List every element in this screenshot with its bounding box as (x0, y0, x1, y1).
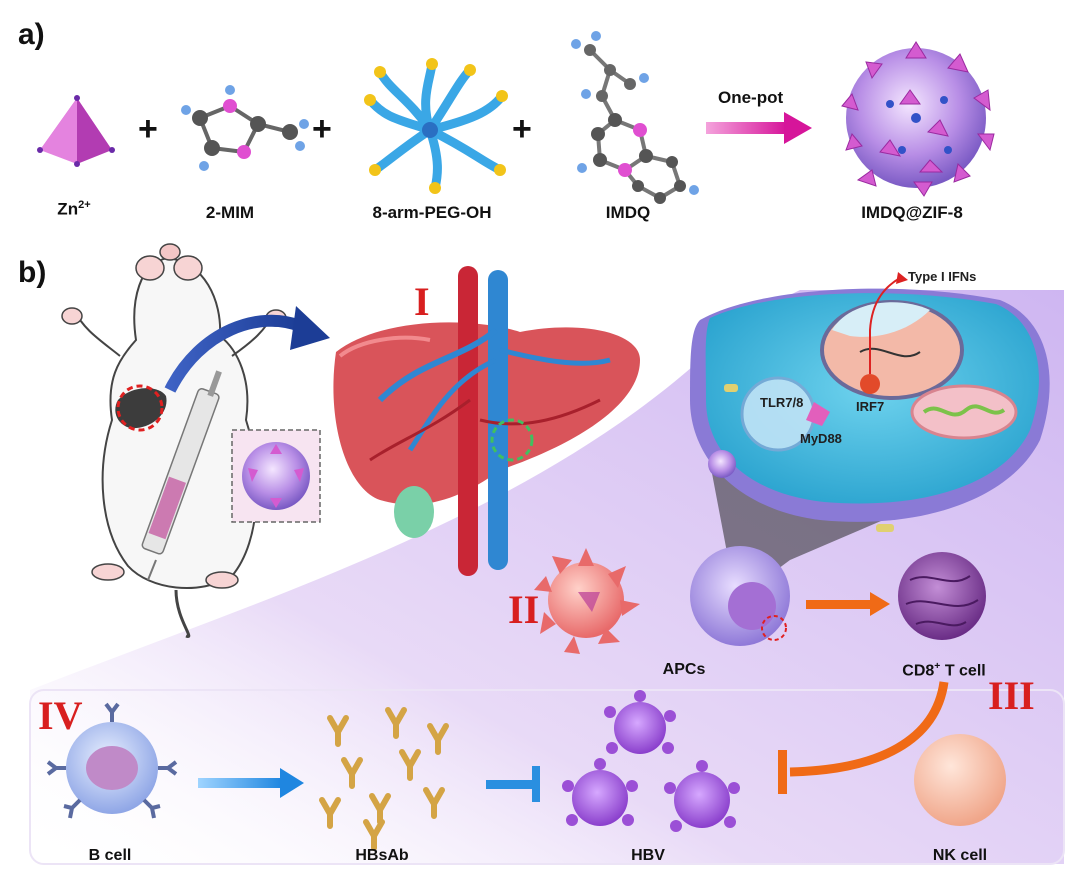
dna-helix (859, 347, 921, 358)
zn-tetrahedron-icon (37, 95, 115, 167)
cd8-t-cell (898, 552, 986, 640)
activation-arrow (806, 600, 872, 609)
nk-cell (914, 734, 1006, 826)
secretion-arrow (198, 778, 282, 788)
mouse-liver-icon (115, 388, 167, 429)
plus-sign-3: + (512, 110, 532, 148)
plus-sign-2: + (312, 110, 332, 148)
apcs-label: APCs (662, 661, 706, 678)
cd8-to-hbv-inhibition (789, 681, 949, 777)
myd88-label: MyD88 (800, 431, 842, 446)
liver-illustration (333, 266, 640, 576)
zn-label: Zn2+ (57, 199, 91, 219)
zif-8-nanoparticle-icon (841, 41, 995, 197)
2-mim-molecule-icon (181, 85, 309, 171)
vena-cava (458, 266, 478, 576)
imdq-molecule-icon (571, 31, 699, 204)
step-ii-label: II (508, 587, 540, 632)
hbv-label: HBV (631, 847, 665, 864)
myd88-icon (806, 402, 830, 426)
syringe-icon (141, 370, 222, 581)
panel-a-label: a) (18, 18, 45, 51)
plus-sign-1: + (138, 110, 158, 148)
irf7-label: IRF7 (856, 399, 885, 414)
one-pot-label: One-pot (718, 88, 784, 107)
nk-cell-label: NK cell (932, 847, 988, 864)
type-i-ifns-label: Type I IFNs (908, 269, 977, 284)
ifn-arrow (869, 277, 901, 374)
gallbladder (394, 486, 434, 538)
peg-core (422, 122, 438, 138)
panel-b-frame (29, 689, 1065, 865)
hbsab-label: HBsAb (355, 847, 409, 864)
apc-macrophage-cell (690, 546, 790, 646)
imdq-label: IMDQ (605, 203, 651, 222)
cd8-t-cell-label: CD8+ T cell (902, 661, 986, 680)
hepatocyte-cell-illustration (690, 272, 1050, 532)
injection-arrowhead (290, 306, 330, 350)
b-cell (46, 702, 178, 819)
hbsab-antibodies (319, 707, 449, 851)
apc-dendritic-cell (534, 548, 640, 654)
b-cell-label: B cell (88, 847, 132, 864)
portal-vein (488, 270, 508, 570)
product-label: IMDQ@ZIF-8 (861, 203, 963, 222)
hbv-viruses (562, 690, 740, 832)
panel-b-label: b) (18, 256, 47, 289)
nanoparticle-inset (231, 429, 321, 523)
peg-label: 8-arm-PEG-OH (372, 203, 492, 222)
apc-zoom-circle (761, 615, 787, 641)
step-iii-label: III (988, 673, 1035, 718)
irf7-icon (860, 374, 880, 394)
tlr78-label: TLR7/8 (760, 395, 804, 410)
one-pot-arrow (706, 112, 812, 144)
liver-zoom-circle (490, 418, 534, 462)
2-mim-label: 2-MIM (205, 203, 255, 222)
step-i-label: I (414, 279, 430, 324)
step-iv-label: IV (38, 693, 83, 738)
liver-highlight-circle (116, 384, 164, 432)
peg-end-caps (364, 58, 508, 194)
injection-arrow (164, 314, 303, 393)
antibody-inhibition (486, 780, 532, 789)
